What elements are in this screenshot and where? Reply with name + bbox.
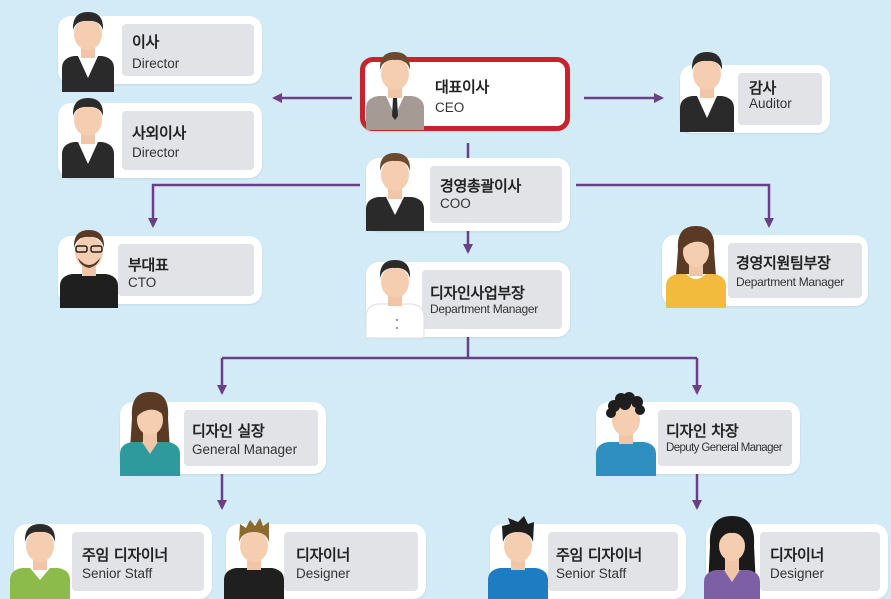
node-title: 디자인 실장 xyxy=(192,422,265,440)
person-avatar-icon xyxy=(365,260,425,339)
node-title: 경영총괄이사 xyxy=(440,177,522,195)
person-avatar-icon xyxy=(62,98,114,178)
person-avatar-icon xyxy=(10,524,70,599)
node-title: 디자인사업부장 xyxy=(430,284,525,302)
person-avatar-icon xyxy=(596,392,656,476)
line-design-dept-branch xyxy=(222,337,470,360)
node-subtitle: Designer xyxy=(770,566,825,581)
node-title: 경영지원팀부장 xyxy=(736,254,831,272)
person-avatar-icon xyxy=(704,516,760,599)
person-avatar-icon xyxy=(120,392,180,476)
node-subtitle: General Manager xyxy=(192,442,298,457)
node-subtitle: Director xyxy=(132,145,180,160)
person-avatar-icon xyxy=(60,230,118,308)
node-title: 디자이너 xyxy=(296,546,351,564)
node-senior-staff-1: 주임 디자이너 Senior Staff xyxy=(14,524,212,599)
node-subtitle: Senior Staff xyxy=(82,566,153,581)
node-title: 디자이너 xyxy=(770,546,825,564)
node-title: 이사 xyxy=(132,33,160,51)
node-subtitle: Director xyxy=(132,56,180,71)
node-title: 디자인 차장 xyxy=(666,422,739,440)
node-subtitle: Deputy General Manager xyxy=(666,442,783,454)
person-avatar-icon xyxy=(488,516,548,599)
node-subtitle: Designer xyxy=(296,566,351,581)
node-subtitle: COO xyxy=(440,196,471,211)
node-subtitle: CEO xyxy=(435,100,465,115)
node-subtitle: CTO xyxy=(128,275,157,290)
node-title: 대표이사 xyxy=(435,78,490,96)
person-avatar-icon xyxy=(666,226,726,308)
person-avatar-icon xyxy=(366,52,424,130)
person-avatar-icon xyxy=(680,52,734,132)
node-subtitle: Auditor xyxy=(749,96,792,111)
person-avatar-icon xyxy=(62,12,114,92)
node-title: 주임 디자이너 xyxy=(556,546,642,564)
node-title: 사외이사 xyxy=(132,124,187,142)
node-subtitle: Department Manager xyxy=(430,302,538,316)
node-title: 감사 xyxy=(749,79,777,97)
person-avatar-icon xyxy=(366,153,424,231)
arrow-coo-to-mgmt xyxy=(576,183,774,228)
node-title: 주임 디자이너 xyxy=(82,546,168,564)
node-title: 부대표 xyxy=(128,256,169,274)
node-subtitle: Senior Staff xyxy=(556,566,627,581)
arrow-coo-to-cto xyxy=(148,183,360,228)
node-subtitle: Department Manager xyxy=(736,275,844,289)
person-avatar-icon xyxy=(224,518,284,599)
